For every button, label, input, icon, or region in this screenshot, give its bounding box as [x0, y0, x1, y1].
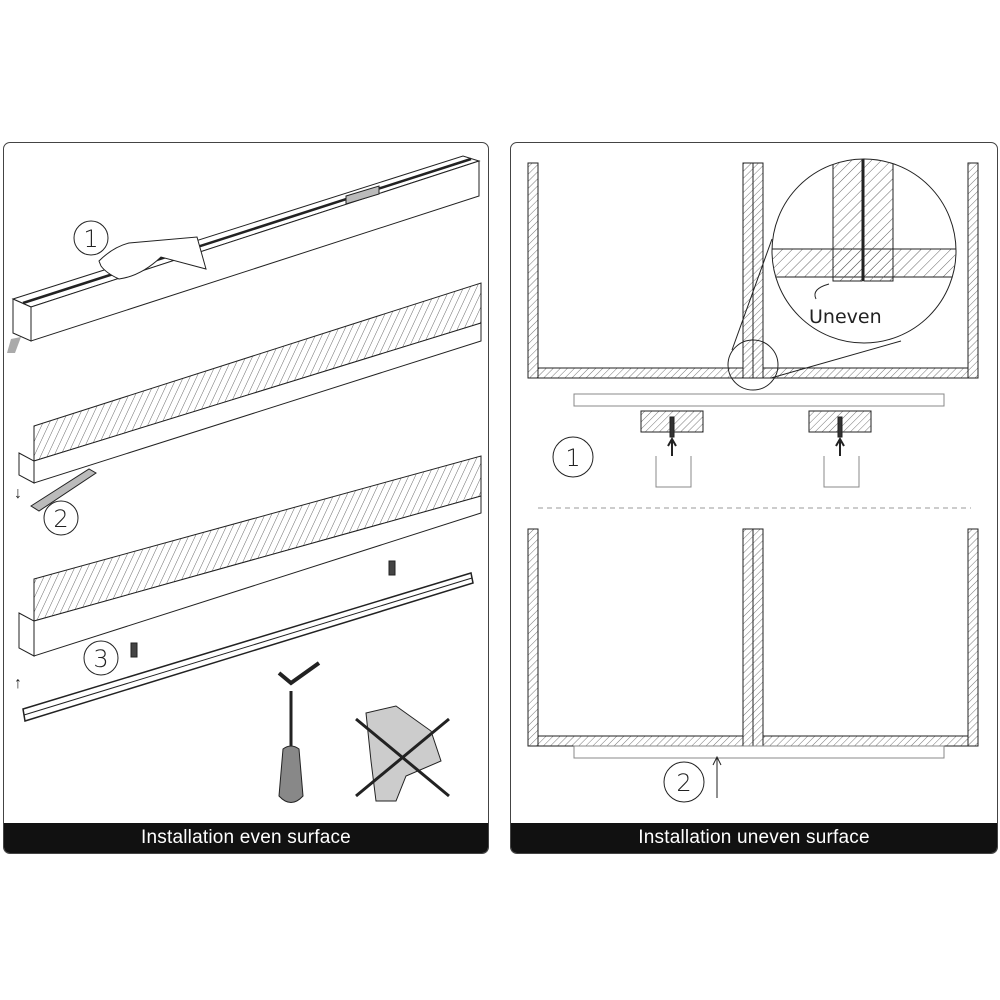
step-3-label: 3 — [93, 645, 108, 673]
footer-label: Installation even surface — [141, 827, 351, 848]
light-bar-diffuser — [18, 282, 482, 512]
uneven-label: Uneven — [809, 306, 882, 328]
cabinet-bottom — [527, 528, 979, 798]
even-surface-diagram: 1 ↓ 2 ↑ 3 — [7, 155, 482, 803]
uneven-surface-diagram: Uneven 1 2 — [527, 158, 979, 803]
footer-uneven-surface: Installation uneven surface — [511, 823, 997, 853]
panel-uneven-surface: Uneven 1 2 Installation uneven surface — [510, 142, 998, 854]
arrow-down-icon: ↓ — [14, 485, 22, 502]
light-bar-mounting — [18, 455, 482, 722]
hand-icon — [98, 236, 207, 280]
footer-label: Installation uneven surface — [638, 827, 870, 848]
zoom-callout: Uneven — [771, 158, 957, 344]
panel-even-surface: 1 ↓ 2 ↑ 3 — [3, 142, 489, 854]
step-1-label: 1 — [83, 225, 98, 253]
arrow-up-icon — [712, 755, 722, 798]
step-1-label: 1 — [565, 444, 580, 472]
screwdriver-icon — [278, 691, 304, 803]
step-2-label: 2 — [676, 769, 691, 797]
footer-even-surface: Installation even surface — [4, 823, 488, 853]
power-drill-icon — [355, 705, 450, 802]
step-2-label: 2 — [53, 505, 68, 533]
arrow-up-icon: ↑ — [14, 675, 22, 692]
checkmark-icon — [277, 661, 321, 686]
cabinet-top — [527, 162, 979, 488]
